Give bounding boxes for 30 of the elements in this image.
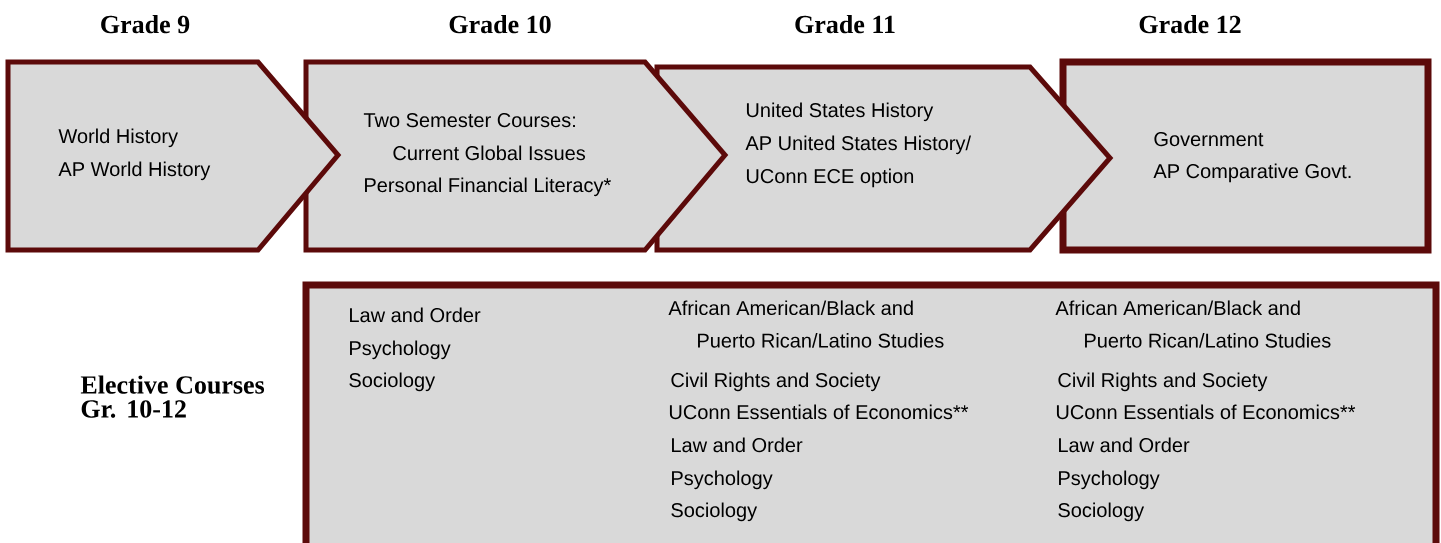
course-text: Sociology [349, 372, 436, 392]
grade-heading: Grade 12 [1139, 14, 1241, 34]
course-text: World History [58, 128, 178, 148]
course-text: AP United States History/ [745, 135, 971, 155]
section-heading: Elective Courses Gr. 10-12 [80, 375, 265, 418]
course-text: Two Semester Courses: [363, 113, 575, 128]
course-text: Law and Order [350, 307, 481, 323]
course-text: United States History [746, 102, 934, 122]
course-text: Current Global Issues [393, 145, 586, 161]
course-text: Law and Order [672, 437, 803, 453]
course-text: Psychology [350, 340, 451, 360]
course-text: Personal Financial Literacy* [365, 177, 611, 197]
course-text: Government [1154, 132, 1264, 147]
grade-heading: Grade 11 [795, 14, 895, 34]
course-text: African American/Black and Puerto Rican/Latino Studies [668, 300, 944, 348]
course-text: Sociology [671, 502, 758, 522]
course-text: AP World History [58, 161, 211, 181]
course-text: Psychology [1059, 470, 1160, 490]
course-text: Civil Rights and Society [1058, 372, 1268, 392]
course-text: Sociology [1058, 502, 1145, 522]
grade-heading: Grade 9 [101, 14, 190, 34]
course-text: African American/Black and Puerto Rican/Latino Studies [1055, 300, 1331, 348]
course-text: UConn Essentials of Economics** [669, 404, 969, 420]
course-text: UConn ECE option [746, 168, 914, 188]
course-text: Civil Rights and Society [671, 372, 881, 392]
course-text: Law and Order [1059, 437, 1190, 453]
grade-heading: Grade 10 [449, 14, 551, 34]
course-text: AP Comparative Govt. [1153, 163, 1351, 183]
course-text: UConn Essentials of Economics** [1056, 404, 1356, 420]
course-text: Psychology [672, 470, 773, 490]
